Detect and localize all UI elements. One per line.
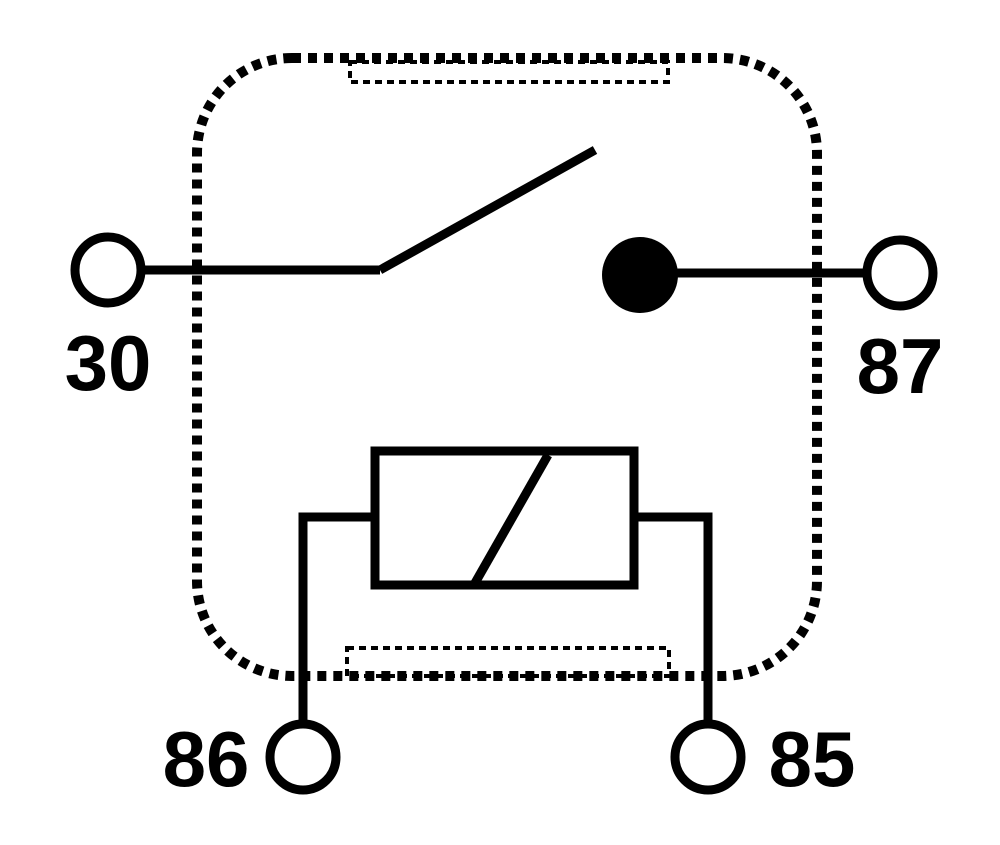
pin-86-terminal [265,719,341,795]
coil-diagonal [471,452,552,586]
pin-label-30: 30 [65,319,152,407]
coil-box [370,446,639,590]
mounting-tab-top [348,60,670,84]
relay-housing-outline [192,53,822,681]
pin-label-87: 87 [857,322,944,410]
coil-lead-86 [298,512,375,722]
switch-arm [377,146,598,274]
pin-label-85: 85 [769,715,856,803]
mounting-tab-bottom [345,646,671,678]
pin-87-terminal [862,235,938,311]
pin-30-terminal [70,232,146,308]
pin-label-86: 86 [163,715,250,803]
pin-85-terminal [670,719,746,795]
coil-lead-85 [634,512,713,722]
